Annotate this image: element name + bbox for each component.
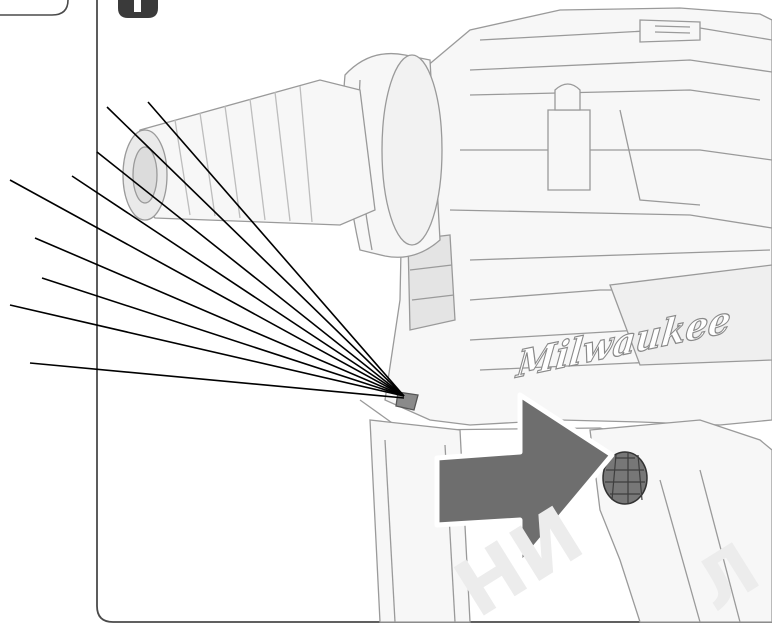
selector-knob xyxy=(602,451,648,505)
figure-number-glyph xyxy=(134,0,141,12)
previous-panel-frame xyxy=(0,0,69,16)
tool-chuck xyxy=(132,79,376,226)
tool-illustration: Milwaukee xyxy=(122,7,772,623)
arrow-right-icon xyxy=(434,392,615,568)
figure-panel-frame xyxy=(96,0,772,623)
brand-badge xyxy=(609,264,772,366)
leader-lines xyxy=(9,101,405,399)
